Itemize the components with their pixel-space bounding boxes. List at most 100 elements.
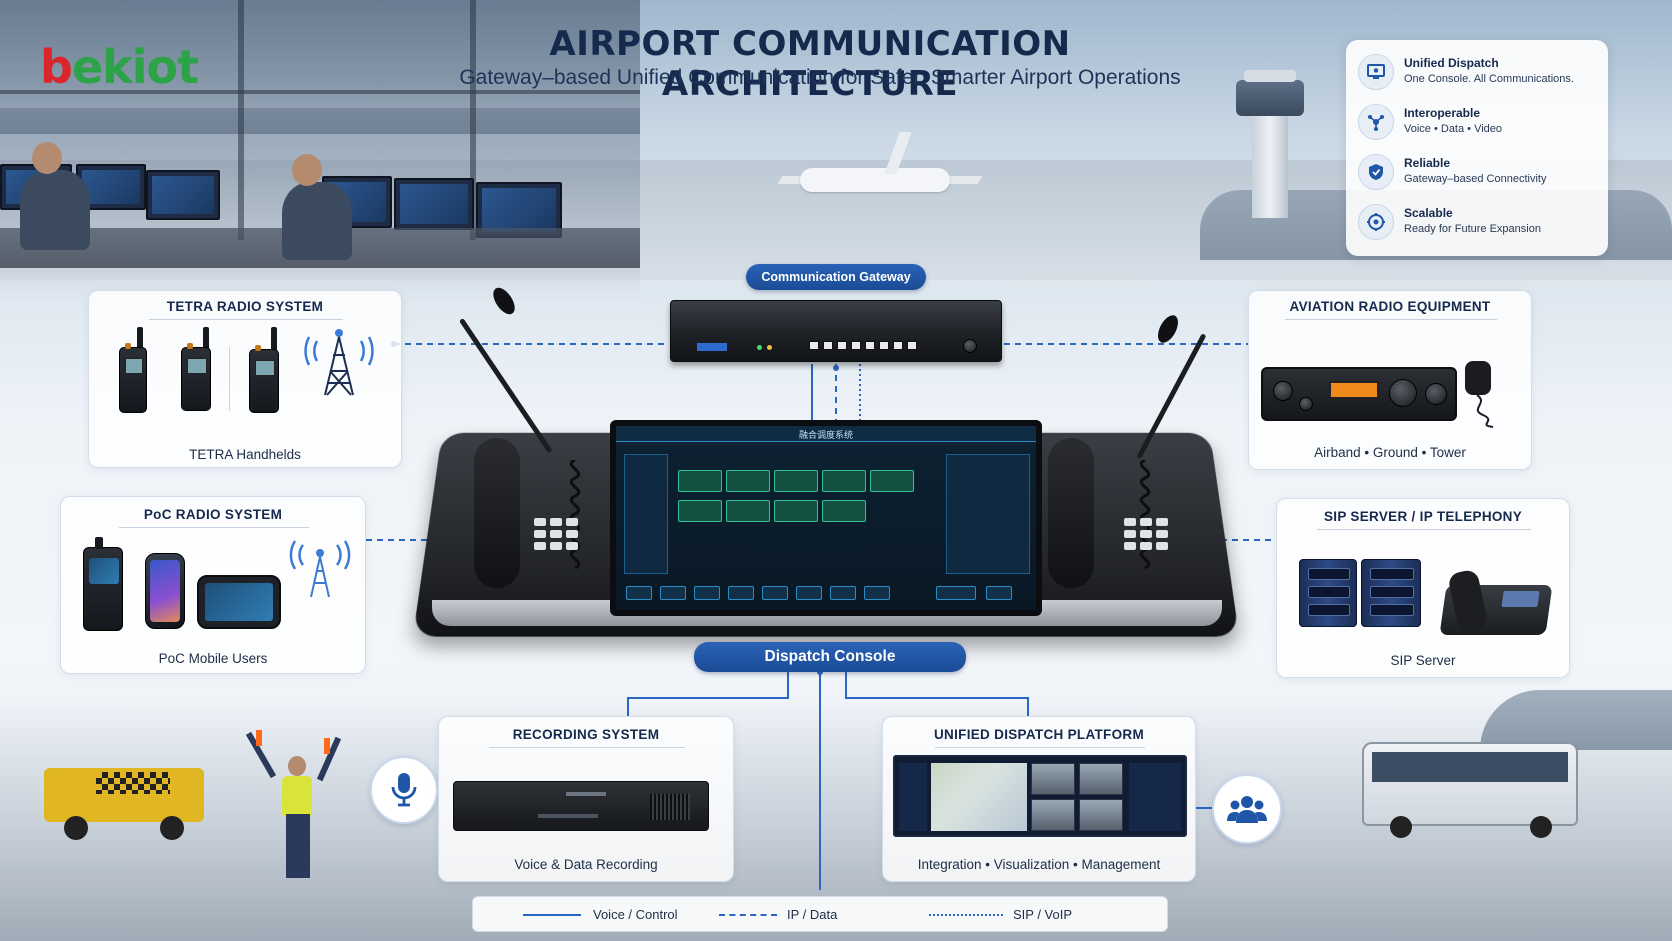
screen-button [830, 586, 856, 600]
recording-system-panel: RECORDING SYSTEM Voice & Data Recording [438, 716, 734, 882]
panel-divider [1317, 529, 1531, 530]
radio-dial [1299, 397, 1313, 411]
panel-divider [1285, 319, 1497, 320]
radio-knob [125, 343, 131, 349]
screen-tile [726, 470, 770, 492]
panel-title: TETRA RADIO SYSTEM [89, 299, 401, 314]
dispatch-console-screen: 融合调度系统 [610, 420, 1042, 616]
legend-solid-line [523, 914, 581, 916]
radio-display [1329, 381, 1379, 399]
legend-dashed-line [719, 914, 777, 916]
gateway-led [757, 345, 762, 350]
panel-caption: SIP Server [1277, 653, 1569, 668]
ethernet-port [893, 341, 903, 350]
ethernet-port [851, 341, 861, 350]
radio-antenna [95, 537, 103, 549]
panel-caption: TETRA Handhelds [89, 447, 401, 462]
legend-label: IP / Data [787, 907, 837, 922]
microphone-icon [370, 756, 438, 824]
panel-divider [935, 747, 1145, 748]
right-handset [1048, 438, 1094, 588]
screen-tile [726, 500, 770, 522]
ethernet-port [809, 341, 819, 350]
panel-title: RECORDING SYSTEM [439, 727, 733, 742]
camera-feed [1079, 799, 1123, 831]
sip-server-panel: SIP SERVER / IP TELEPHONY SIP Server [1276, 498, 1570, 678]
screen-title: 融合调度系统 [766, 428, 886, 441]
gateway-knob [963, 339, 977, 353]
radio-dial [1425, 383, 1447, 405]
platform-sidebar [899, 763, 927, 831]
screen-button [796, 586, 822, 600]
aviation-radio-panel: AVIATION RADIO EQUIPMENT Airband • Groun… [1248, 290, 1532, 470]
poc-radio-panel: PoC RADIO SYSTEM PoC Mobile Users [60, 496, 366, 674]
communication-gateway-device [670, 300, 1002, 362]
screen-tile [774, 500, 818, 522]
platform-screen [893, 755, 1187, 837]
panel-caption: Integration • Visualization • Management [883, 857, 1195, 872]
radio-antenna [271, 327, 277, 351]
unified-dispatch-platform-panel: UNIFIED DISPATCH PLATFORM Integration • … [882, 716, 1196, 882]
line-legend: Voice / Control IP / Data SIP / VoIP [472, 896, 1168, 932]
radio-dial [1389, 379, 1417, 407]
panel-caption: PoC Mobile Users [61, 651, 365, 666]
platform-list [1129, 763, 1181, 831]
ethernet-port [837, 341, 847, 350]
screen-button [762, 586, 788, 600]
poc-tablet-terminal [197, 575, 281, 629]
users-group-icon [1212, 774, 1282, 844]
left-handset [474, 438, 520, 588]
screen-tile [822, 470, 866, 492]
screen-tile [678, 500, 722, 522]
communication-gateway-label: Communication Gateway [746, 264, 926, 290]
screen-button [728, 586, 754, 600]
panel-title: PoC RADIO SYSTEM [61, 507, 365, 522]
panel-title: UNIFIED DISPATCH PLATFORM [883, 727, 1195, 742]
sip-server-unit [1361, 559, 1421, 627]
tetra-radio-panel: TETRA RADIO SYSTEM TETRA Handhelds [88, 290, 402, 468]
left-keypad [534, 518, 594, 568]
panel-divider [489, 747, 685, 748]
tetra-handheld [249, 349, 279, 413]
screen-tile [774, 470, 818, 492]
panel-title: AVIATION RADIO EQUIPMENT [1249, 299, 1531, 314]
voice-recorder-device [453, 781, 709, 831]
gateway-badge [697, 343, 727, 351]
link-console-platform [846, 672, 1028, 716]
gateway-led [767, 345, 772, 350]
microphone-cord [1449, 389, 1509, 429]
screen-tile [822, 500, 866, 522]
screen-button [660, 586, 686, 600]
ethernet-port [907, 341, 917, 350]
panel-title: SIP SERVER / IP TELEPHONY [1277, 509, 1569, 524]
screen-button [936, 586, 976, 600]
aviation-radio-unit [1261, 367, 1457, 421]
screen-sidebar [624, 454, 668, 574]
sip-server-unit [1299, 559, 1357, 627]
camera-feed [1031, 799, 1075, 831]
legend-label: Voice / Control [593, 907, 678, 922]
radio-knob [255, 345, 261, 351]
link-console-recording [628, 672, 788, 716]
camera-feed [1031, 763, 1075, 795]
screen-tile [678, 470, 722, 492]
radio-tower-icon [297, 319, 381, 399]
screen-tile [870, 470, 914, 492]
legend-label: SIP / VoIP [1013, 907, 1072, 922]
dispatch-console-label: Dispatch Console [694, 642, 966, 672]
poc-radio [83, 547, 123, 631]
screen-button [986, 586, 1012, 600]
legend-dotted-line [929, 914, 1003, 916]
camera-feed [1079, 763, 1123, 795]
screen-button [694, 586, 720, 600]
platform-map [931, 763, 1027, 831]
poc-smartphone [145, 553, 185, 629]
ethernet-port [865, 341, 875, 350]
link-node [833, 365, 839, 371]
right-keypad [1124, 518, 1184, 568]
panel-divider [119, 527, 309, 528]
divider [229, 347, 230, 411]
ethernet-port [823, 341, 833, 350]
panel-caption: Airband • Ground • Tower [1249, 445, 1531, 460]
radio-knob [187, 343, 193, 349]
